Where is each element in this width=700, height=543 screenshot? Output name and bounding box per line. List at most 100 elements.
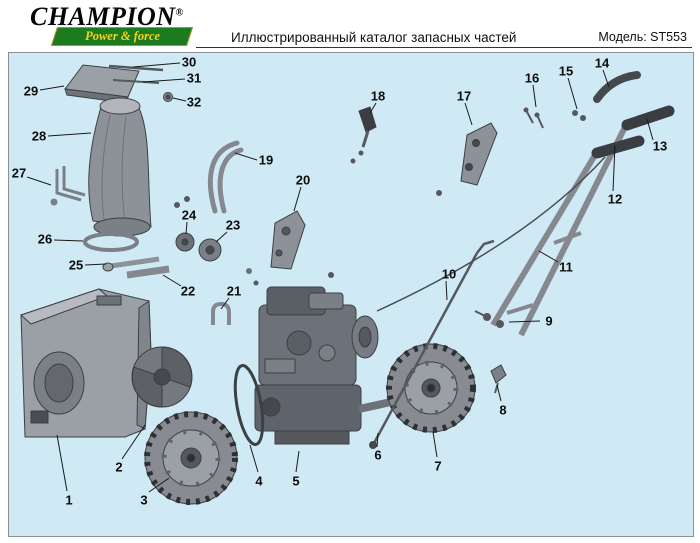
part-label-15: 15	[559, 64, 573, 79]
part-leader-line-4	[249, 444, 259, 473]
part-label-8: 8	[499, 403, 506, 418]
part-leader-line-19	[234, 152, 258, 161]
part-leader-line-14	[602, 69, 610, 88]
part-29-deflector	[64, 64, 140, 104]
part-18-shift-lever	[358, 106, 377, 148]
part-label-16: 16	[525, 71, 539, 86]
brand-name: CHAMPION®	[30, 4, 184, 30]
part-leader-line-24	[185, 221, 188, 235]
parts-23-24-gears	[175, 232, 222, 262]
part-3-wheel	[144, 411, 238, 505]
fasteners	[174, 107, 586, 328]
part-leader-line-29	[39, 85, 65, 91]
part-label-26: 26	[38, 232, 52, 247]
part-label-31: 31	[187, 71, 201, 86]
part-label-9: 9	[545, 314, 552, 329]
part-leader-line-18	[369, 102, 377, 114]
part-leader-line-30	[132, 62, 181, 68]
part-label-17: 17	[457, 89, 471, 104]
part-27-bracket	[50, 166, 86, 206]
part-label-23: 23	[226, 218, 240, 233]
part-8-bracket	[490, 364, 507, 394]
part-label-30: 30	[182, 55, 196, 70]
part-14-upper-handle	[593, 71, 641, 103]
part-label-32: 32	[187, 95, 201, 110]
part-label-28: 28	[32, 129, 46, 144]
part-7-wheel	[386, 343, 476, 433]
part-label-18: 18	[371, 89, 385, 104]
parts-22-25-shafts	[102, 256, 170, 279]
part-label-12: 12	[608, 192, 622, 207]
part-28-chute	[88, 97, 152, 237]
part-leader-line-10	[445, 280, 448, 301]
part-leader-line-22	[162, 274, 182, 287]
part-leader-line-23	[215, 231, 228, 243]
part-11-handle-frame	[490, 125, 628, 337]
part-label-13: 13	[653, 139, 667, 154]
part-leader-line-2	[121, 424, 146, 460]
part-label-1: 1	[65, 493, 72, 508]
part-leader-line-25	[84, 263, 107, 266]
part-4-belt	[233, 364, 265, 446]
part-leader-line-5	[295, 450, 300, 473]
part-label-25: 25	[69, 258, 83, 273]
part-label-3: 3	[140, 493, 147, 508]
part-leader-line-13	[646, 118, 654, 141]
part-label-27: 27	[12, 166, 26, 181]
part-label-7: 7	[434, 459, 441, 474]
part-leader-line-11	[538, 250, 559, 263]
part-leader-line-17	[464, 102, 473, 126]
part-leader-line-9	[508, 320, 541, 323]
part-label-24: 24	[182, 208, 197, 223]
part-label-10: 10	[442, 267, 456, 282]
part-15-cable	[376, 156, 606, 312]
part-leader-line-27	[26, 176, 52, 186]
deflector-rods	[108, 64, 173, 102]
part-leader-line-28	[47, 132, 92, 137]
part-26-ring	[83, 232, 139, 252]
part-leader-line-16	[532, 84, 537, 108]
part-leader-line-8	[496, 384, 502, 402]
part-label-6: 6	[374, 448, 381, 463]
part-5-engine	[254, 286, 424, 445]
part-leader-line-32	[172, 97, 187, 102]
part-label-5: 5	[292, 474, 299, 489]
part-leader-line-31	[142, 78, 186, 83]
part-2-auger-assembly	[131, 346, 193, 408]
part-leader-line-15	[567, 77, 578, 110]
brand-tagline-banner: Power & force	[50, 27, 194, 46]
part-leader-line-3	[148, 477, 170, 493]
part-leader-line-6	[376, 432, 379, 448]
part-leader-line-7	[432, 431, 438, 458]
part-leader-line-1	[56, 434, 68, 492]
part-label-19: 19	[259, 153, 273, 168]
part-label-2: 2	[115, 460, 122, 475]
registered-mark: ®	[175, 7, 184, 19]
part-leader-line-12	[612, 144, 616, 192]
part-leader-line-20	[293, 186, 302, 212]
exploded-view-illustration: 1234567891011121314151617181920212223242…	[12, 55, 675, 508]
part-label-11: 11	[559, 260, 573, 275]
part-label-20: 20	[296, 173, 310, 188]
document-title: Иллюстрированный каталог запасных частей	[231, 30, 517, 45]
part-label-22: 22	[181, 284, 195, 299]
part-label-4: 4	[255, 474, 263, 489]
part-21-u-bolt	[211, 268, 252, 325]
header-divider	[196, 47, 692, 48]
part-label-29: 29	[24, 84, 38, 99]
part-label-14: 14	[595, 56, 610, 71]
part-leader-line-26	[53, 239, 84, 242]
model-label: Модель: ST553	[598, 30, 687, 44]
part-label-21: 21	[227, 284, 241, 299]
parts-6-10-control-rod	[369, 239, 495, 449]
parts-12-13-grips	[591, 105, 675, 159]
part-leader-line-21	[220, 297, 230, 310]
brand-wordmark: CHAMPION	[30, 2, 176, 31]
champion-logo: CHAMPION® Power & force	[30, 4, 194, 49]
brand-tagline: Power & force	[84, 29, 160, 44]
part-20-bracket	[270, 210, 306, 270]
part-17-bracket	[460, 122, 498, 186]
part-19-handle-loop	[207, 140, 244, 214]
